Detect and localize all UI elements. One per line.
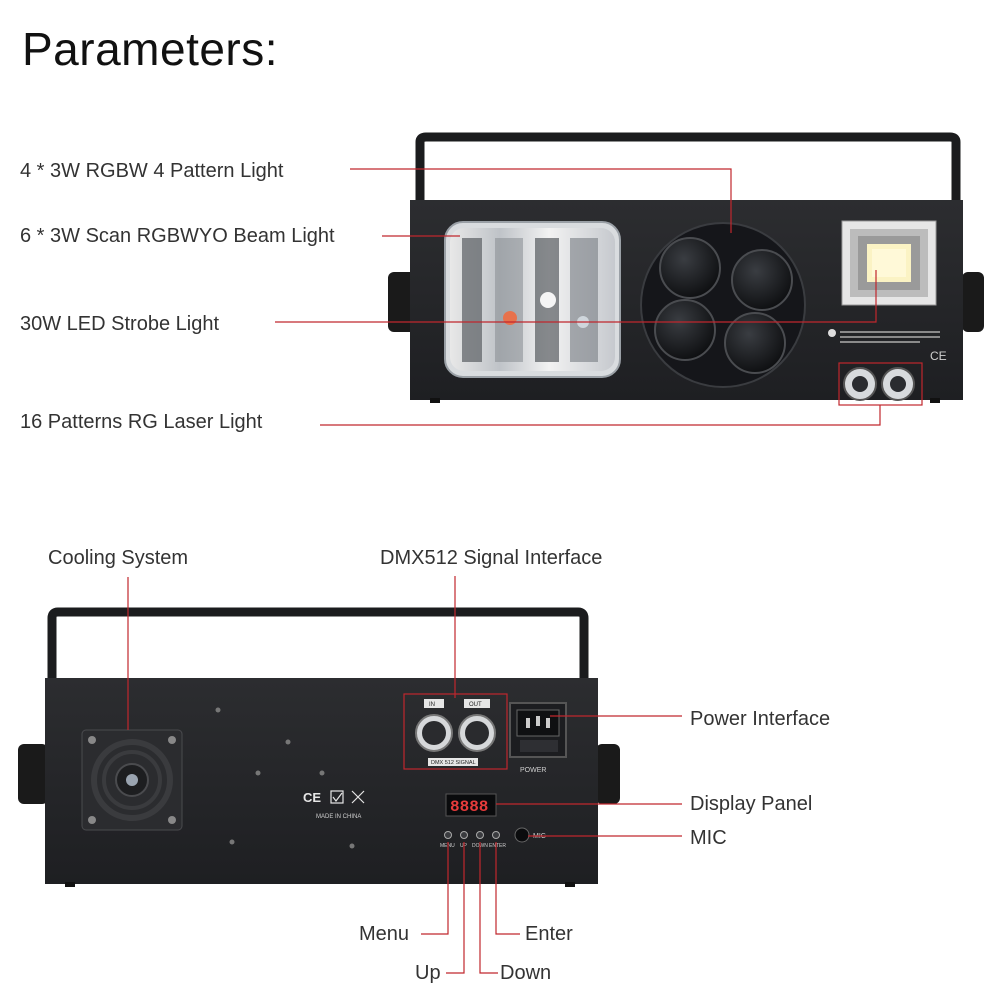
dmx-in-label: IN [429, 702, 435, 708]
enter-button[interactable] [492, 831, 500, 839]
warning-icon [828, 329, 836, 337]
leader-menu [421, 842, 449, 935]
laser-light [843, 367, 915, 401]
dmx-out-label: OUT [469, 702, 482, 708]
mic-hole [514, 827, 530, 843]
label-cooling-system: Cooling System [48, 547, 189, 569]
dmx-ports: IN OUT DMX 512 SIGNAL [415, 699, 496, 766]
back-handle [47, 607, 589, 680]
label-power-interface: Power Interface [690, 708, 831, 730]
power-label: POWER [520, 767, 546, 774]
dmx-highlight-box [403, 693, 508, 770]
label-up: Up [415, 962, 441, 984]
back-left-knob [18, 744, 48, 804]
label-menu: Menu [359, 923, 410, 945]
leader-enter [495, 842, 520, 935]
label-dmx-interface: DMX512 Signal Interface [380, 547, 603, 569]
strobe-light [841, 220, 937, 306]
cooling-fan [81, 729, 183, 831]
back-right-knob [596, 744, 620, 804]
front-right-knob [962, 272, 984, 332]
leader-up [446, 842, 465, 974]
front-unit: CE [388, 132, 984, 403]
leader-down [479, 842, 498, 974]
back-unit: CE MADE IN CHINA IN OUT DMX 512 SIGNAL [18, 607, 620, 887]
weee-icon [351, 790, 365, 804]
leader-strobe [275, 270, 877, 323]
enter-btn-label: ENTER [489, 843, 506, 849]
leader-laser [320, 405, 881, 426]
label-beam-light: 6 * 3W Scan RGBWYO Beam Light [20, 225, 335, 247]
pattern-light [640, 222, 806, 388]
leader-pattern [350, 168, 732, 233]
rohs-icon [330, 790, 344, 804]
made-in-label: MADE IN CHINA [316, 814, 361, 820]
page-title: Parameters: [22, 23, 279, 75]
label-pattern-light: 4 * 3W RGBW 4 Pattern Light [20, 160, 284, 182]
menu-button[interactable] [444, 831, 452, 839]
front-ce-mark: CE [930, 349, 947, 363]
beam-light [444, 221, 621, 378]
back-ce-mark: CE [303, 790, 321, 805]
power-inlet[interactable] [509, 702, 567, 758]
display-readout: 8888 [450, 798, 488, 816]
label-down: Down [500, 962, 552, 984]
front-handle [415, 132, 961, 200]
label-laser-light: 16 Patterns RG Laser Light [20, 411, 263, 433]
down-button[interactable] [476, 831, 484, 839]
label-strobe-light: 30W LED Strobe Light [20, 313, 219, 335]
dmx-signal-label: DMX 512 SIGNAL [431, 760, 476, 766]
display-panel [445, 793, 497, 817]
label-enter: Enter [525, 923, 573, 945]
up-button[interactable] [460, 831, 468, 839]
label-display-panel: Display Panel [690, 793, 813, 815]
label-mic: MIC [690, 827, 727, 849]
front-left-knob [388, 272, 416, 332]
